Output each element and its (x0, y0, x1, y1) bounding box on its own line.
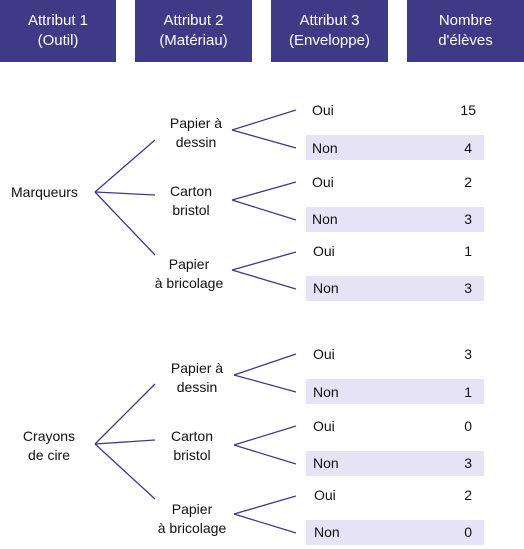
row-highlight (306, 207, 484, 232)
header-attribut-1-line1: Attribut 1 (27, 12, 89, 29)
branch-line (231, 181, 297, 201)
branch-line (94, 139, 156, 193)
student-count: 0 (464, 524, 472, 540)
branch-line (231, 251, 297, 271)
row-highlight (306, 379, 484, 404)
branch-line (94, 439, 156, 445)
non-label: Non (313, 384, 339, 400)
tool-label-crayons-line1: Crayons (22, 428, 76, 444)
oui-label: Oui (313, 243, 335, 259)
branch-line (233, 425, 297, 446)
non-label: Non (312, 211, 338, 227)
material-label: Papier (168, 256, 210, 272)
student-count: 0 (464, 418, 472, 434)
material-label: Papier (171, 501, 213, 517)
row-highlight (306, 520, 484, 545)
branch-line (231, 269, 297, 290)
material-label: dessin (176, 379, 218, 395)
student-count: 3 (464, 455, 472, 471)
tool-label-marqueurs: Marqueurs (11, 184, 78, 200)
material-label: Carton (169, 183, 213, 199)
non-label: Non (314, 524, 340, 540)
student-count: 15 (460, 102, 476, 118)
material-label: à bricolage (154, 275, 224, 291)
row-highlight (306, 276, 484, 301)
material-label: à bricolage (157, 520, 227, 536)
branch-line (233, 495, 297, 515)
header-attribut-2: Attribut 2 (Matériau) (135, 0, 252, 62)
header-attribut-3-line2: (Enveloppe) (289, 32, 370, 49)
student-count: 3 (464, 280, 472, 296)
student-count: 2 (464, 487, 472, 503)
branch-line (233, 374, 297, 393)
non-label: Non (312, 140, 338, 156)
branch-line (231, 199, 297, 221)
header-attribut-2-line2: (Matériau) (159, 32, 228, 49)
branch-line (233, 444, 297, 465)
header-attribut-2-line1: Attribut 2 (163, 12, 224, 29)
student-count: 1 (464, 243, 472, 259)
header-nombre-eleves: Nombre d'élèves (407, 0, 524, 62)
header-attribut-3: Attribut 3 (Enveloppe) (271, 0, 388, 62)
student-count: 3 (464, 346, 472, 362)
material-label: Papier à (169, 115, 223, 131)
student-count: 3 (464, 211, 472, 227)
header-nombre-eleves-line1: Nombre (438, 12, 493, 29)
material-label: bristol (172, 202, 210, 218)
tool-label-crayons-line2: de cire (27, 447, 71, 463)
material-label: bristol (173, 447, 211, 463)
non-label: Non (313, 280, 339, 296)
header-attribut-1: Attribut 1 (Outil) (0, 0, 116, 62)
oui-label: Oui (313, 346, 335, 362)
branch-line (231, 129, 297, 149)
header-nombre-eleves-line2: d'élèves (438, 32, 493, 49)
row-highlight (306, 135, 484, 160)
branch-line (233, 513, 297, 534)
branch-line (94, 191, 156, 196)
non-label: Non (313, 455, 339, 471)
oui-label: Oui (313, 418, 335, 434)
branch-line (231, 109, 297, 131)
branch-line (94, 191, 156, 256)
row-highlight (306, 451, 484, 476)
material-label: Papier à (170, 360, 224, 376)
branch-line (94, 443, 156, 500)
oui-label: Oui (312, 174, 334, 190)
branch-line (233, 353, 297, 376)
material-label: Carton (170, 428, 214, 444)
header-attribut-1-line2: (Outil) (37, 32, 79, 49)
header-attribut-3-line1: Attribut 3 (299, 12, 360, 29)
branch-line (94, 383, 156, 445)
student-count: 2 (464, 174, 472, 190)
oui-label: Oui (314, 487, 336, 503)
student-count: 1 (464, 384, 472, 400)
student-count: 4 (464, 140, 472, 156)
material-label: dessin (175, 134, 217, 150)
oui-label: Oui (312, 102, 334, 118)
